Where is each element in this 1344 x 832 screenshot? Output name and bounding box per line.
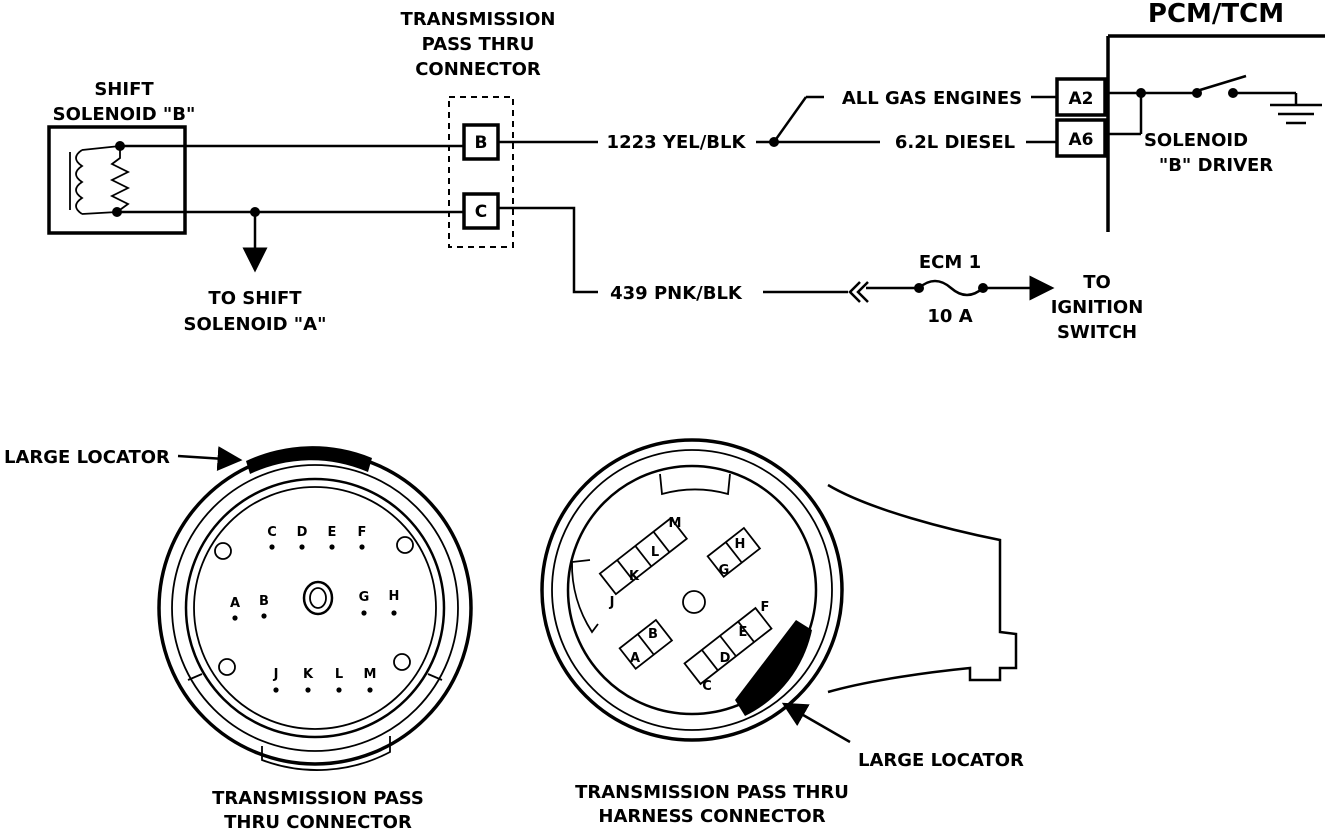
coil-icon [75, 149, 84, 215]
wire-439-label: 439 PNK/BLK [610, 283, 743, 304]
pin-j: J [273, 667, 279, 693]
pin-k: K [629, 569, 640, 584]
shift-solenoid-b [47, 125, 187, 235]
terminal-c-label: C [475, 202, 487, 222]
diesel-label: 6.2L DIESEL [895, 132, 1015, 153]
pin-g: G [359, 590, 370, 616]
harness-housing [827, 483, 1018, 694]
pin-a6 [1055, 118, 1107, 158]
solenoid-driver-label1: SOLENOID [1144, 130, 1248, 151]
pin-e: E [739, 625, 748, 640]
svg-text:D: D [297, 525, 308, 540]
svg-text:C: C [267, 525, 277, 540]
to-ignition-label2: IGNITION [1051, 297, 1144, 318]
pin-g: G [719, 563, 730, 578]
right-connector: M L K J H G B A F E D C [540, 438, 1018, 742]
left-connector: C D E F A B G H J K L M [157, 446, 473, 771]
fuse-name-label: ECM 1 [919, 252, 981, 273]
pin-group-fedc [683, 606, 773, 686]
svg-text:E: E [328, 525, 337, 540]
ground-icon [1270, 103, 1322, 125]
to-ignition-label1: TO [1083, 272, 1111, 293]
svg-text:A: A [230, 596, 240, 611]
pin-group-mjkl [598, 516, 689, 596]
pin-f: F [358, 525, 367, 550]
left-caption-line1: TRANSMISSION PASS [212, 788, 424, 809]
large-locator-mark [246, 446, 372, 474]
to-shift-solenoid-a-label1: TO SHIFT [208, 288, 302, 309]
to-shift-solenoid-a-label2: SOLENOID "A" [184, 314, 327, 335]
pin-j: J [609, 595, 615, 610]
connector-chevron-icon [848, 281, 869, 303]
pcm-tcm-module: A2 A6 [1055, 34, 1325, 232]
terminal-c [462, 192, 500, 230]
svg-text:J: J [273, 667, 279, 682]
right-caption-line2: HARNESS CONNECTOR [598, 806, 825, 827]
pin-k: K [303, 667, 314, 693]
pin-l: L [335, 667, 343, 693]
shift-solenoid-b-label2: SOLENOID "B" [53, 104, 196, 125]
resistor-icon [109, 146, 131, 213]
solenoid-driver-label2: "B" DRIVER [1159, 155, 1273, 176]
to-ignition-label3: SWITCH [1057, 322, 1137, 343]
fuse-rating-label: 10 A [927, 306, 972, 327]
small-locator-tab [261, 736, 391, 771]
pass-thru-connector: B C [448, 96, 514, 248]
pin-a6-label: A6 [1069, 130, 1094, 150]
pass-thru-title2: PASS THRU [422, 34, 535, 55]
switch-icon [1199, 74, 1247, 92]
pin-h: H [735, 537, 746, 552]
pin-d: D [297, 525, 308, 550]
pcm-tcm-label: PCM/TCM [1148, 0, 1284, 29]
right-large-locator-label: LARGE LOCATOR [858, 750, 1024, 771]
right-locator-arrow [781, 702, 851, 744]
terminal-b-label: B [475, 133, 488, 153]
locator-notch-top [659, 473, 731, 496]
svg-text:G: G [359, 590, 370, 605]
shift-solenoid-b-label1: SHIFT [94, 79, 154, 100]
pin-a2 [1055, 77, 1107, 117]
locator-notch-left [571, 559, 599, 634]
pin-c: C [267, 525, 277, 550]
pin-d: D [720, 651, 731, 666]
pin-m: M [669, 516, 682, 531]
fuse-icon [918, 279, 984, 297]
pin-b: B [259, 594, 269, 619]
svg-text:K: K [303, 667, 314, 682]
svg-text:H: H [389, 589, 400, 604]
all-gas-engines-label: ALL GAS ENGINES [842, 88, 1022, 109]
pass-thru-title3: CONNECTOR [415, 59, 541, 80]
svg-text:L: L [335, 667, 343, 682]
pin-l: L [651, 545, 659, 560]
right-caption-line1: TRANSMISSION PASS THRU [575, 782, 849, 803]
pin-a2-label: A2 [1069, 89, 1094, 109]
pass-thru-title1: TRANSMISSION [401, 9, 556, 30]
pin-h: H [389, 589, 400, 616]
pin-group-gh [706, 526, 762, 579]
left-locator-arrow [177, 446, 243, 472]
wire-1223-label: 1223 YEL/BLK [607, 132, 747, 153]
svg-text:B: B [259, 594, 269, 609]
pin-e: E [328, 525, 337, 550]
svg-text:F: F [358, 525, 367, 540]
left-large-locator-label: LARGE LOCATOR [4, 447, 170, 468]
pin-a: A [230, 596, 240, 621]
left-caption-line2: THRU CONNECTOR [224, 812, 412, 832]
pin-b: B [648, 627, 658, 642]
svg-text:M: M [364, 667, 377, 682]
pin-c: C [702, 679, 712, 694]
pin-f: F [761, 600, 770, 615]
pin-m: M [364, 667, 377, 693]
pin-a: A [630, 651, 640, 666]
pin-group-ab [618, 618, 674, 671]
large-locator-mark [735, 620, 812, 716]
